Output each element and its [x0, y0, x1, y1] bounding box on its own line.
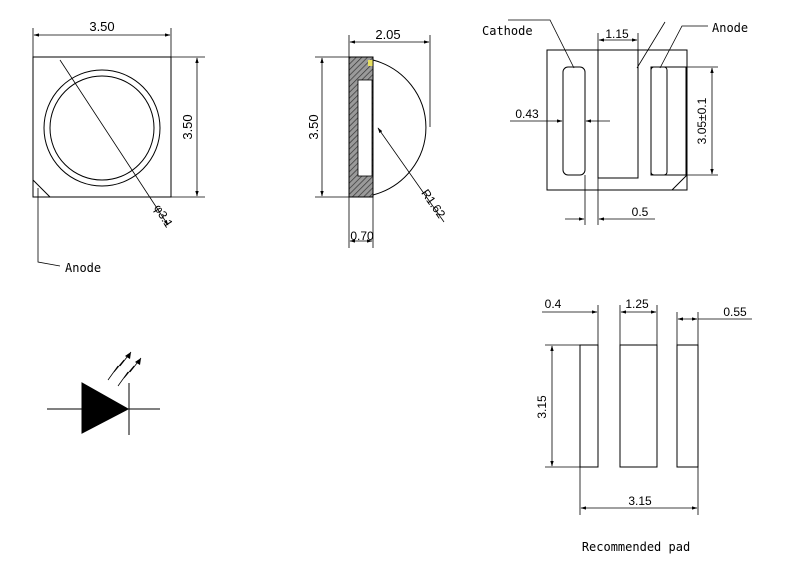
side-height-label: 3.50	[306, 114, 321, 139]
side-view-cavity	[357, 79, 373, 177]
top-view: 3.50 3.50 φ3.1 Anode	[32, 19, 205, 275]
emission-arrow-2	[117, 357, 142, 387]
top-width-label: 3.50	[89, 19, 114, 34]
bottom-pad-width-label: 1.15	[605, 27, 629, 41]
side-pad-label: 0.43	[515, 107, 539, 121]
cathode-leader	[508, 19, 575, 69]
rec-pad-left	[579, 344, 599, 468]
bottom-anode-label: Anode	[712, 21, 748, 35]
anode-leader-bottom	[659, 25, 708, 69]
recommended-pad-caption: Recommended pad	[582, 540, 690, 554]
side-view-lens-dome	[372, 59, 427, 196]
center-pad	[597, 49, 639, 179]
rec-right-label: 0.55	[723, 305, 747, 319]
rec-pad-right	[676, 344, 699, 468]
diameter-leader	[59, 59, 169, 226]
bottom-pad-height-label: 3.05±0.1	[695, 97, 709, 144]
side-view-marker	[368, 60, 373, 66]
anode-pad	[650, 66, 687, 176]
bottom-view-body	[546, 49, 688, 191]
diameter-label: φ3.1	[151, 202, 176, 230]
top-anode-label: Anode	[65, 261, 101, 275]
rec-total-label: 3.15	[628, 494, 652, 508]
gap-label: 0.5	[632, 205, 649, 219]
recommended-pad: 0.4 1.25 0.55 3.15 3.15 Recommended pad	[535, 297, 752, 554]
top-height-label: 3.50	[180, 114, 195, 139]
side-base-label: 0.70	[350, 229, 374, 243]
bottom-anode-corner-mark	[671, 174, 688, 191]
anode-corner-mark	[32, 179, 51, 198]
diode-triangle	[81, 382, 130, 434]
bottom-view: Cathode Anode 1.15 3.05±0.1 0.43 0.5	[482, 19, 748, 225]
radius-leader	[377, 127, 445, 223]
emission-arrow-1	[107, 351, 132, 381]
lens-inner-circle	[49, 75, 155, 181]
side-view: 2.05 3.50 R1.62 0.70	[306, 27, 448, 248]
rec-left-label: 0.4	[545, 297, 562, 311]
cathode-slot	[562, 66, 586, 176]
rec-height-label: 3.15	[535, 395, 549, 419]
rec-pad-center	[619, 344, 658, 468]
side-width-label: 2.05	[375, 27, 400, 42]
radius-label: R1.62	[418, 187, 448, 222]
led-diode-symbol-icon	[47, 351, 160, 435]
rec-center-label: 1.25	[625, 297, 649, 311]
lens-outer-circle	[43, 69, 161, 187]
anode-leader	[37, 188, 61, 267]
top-view-body	[32, 56, 172, 198]
anode-slot-inner	[650, 66, 668, 176]
cathode-label: Cathode	[482, 24, 533, 38]
